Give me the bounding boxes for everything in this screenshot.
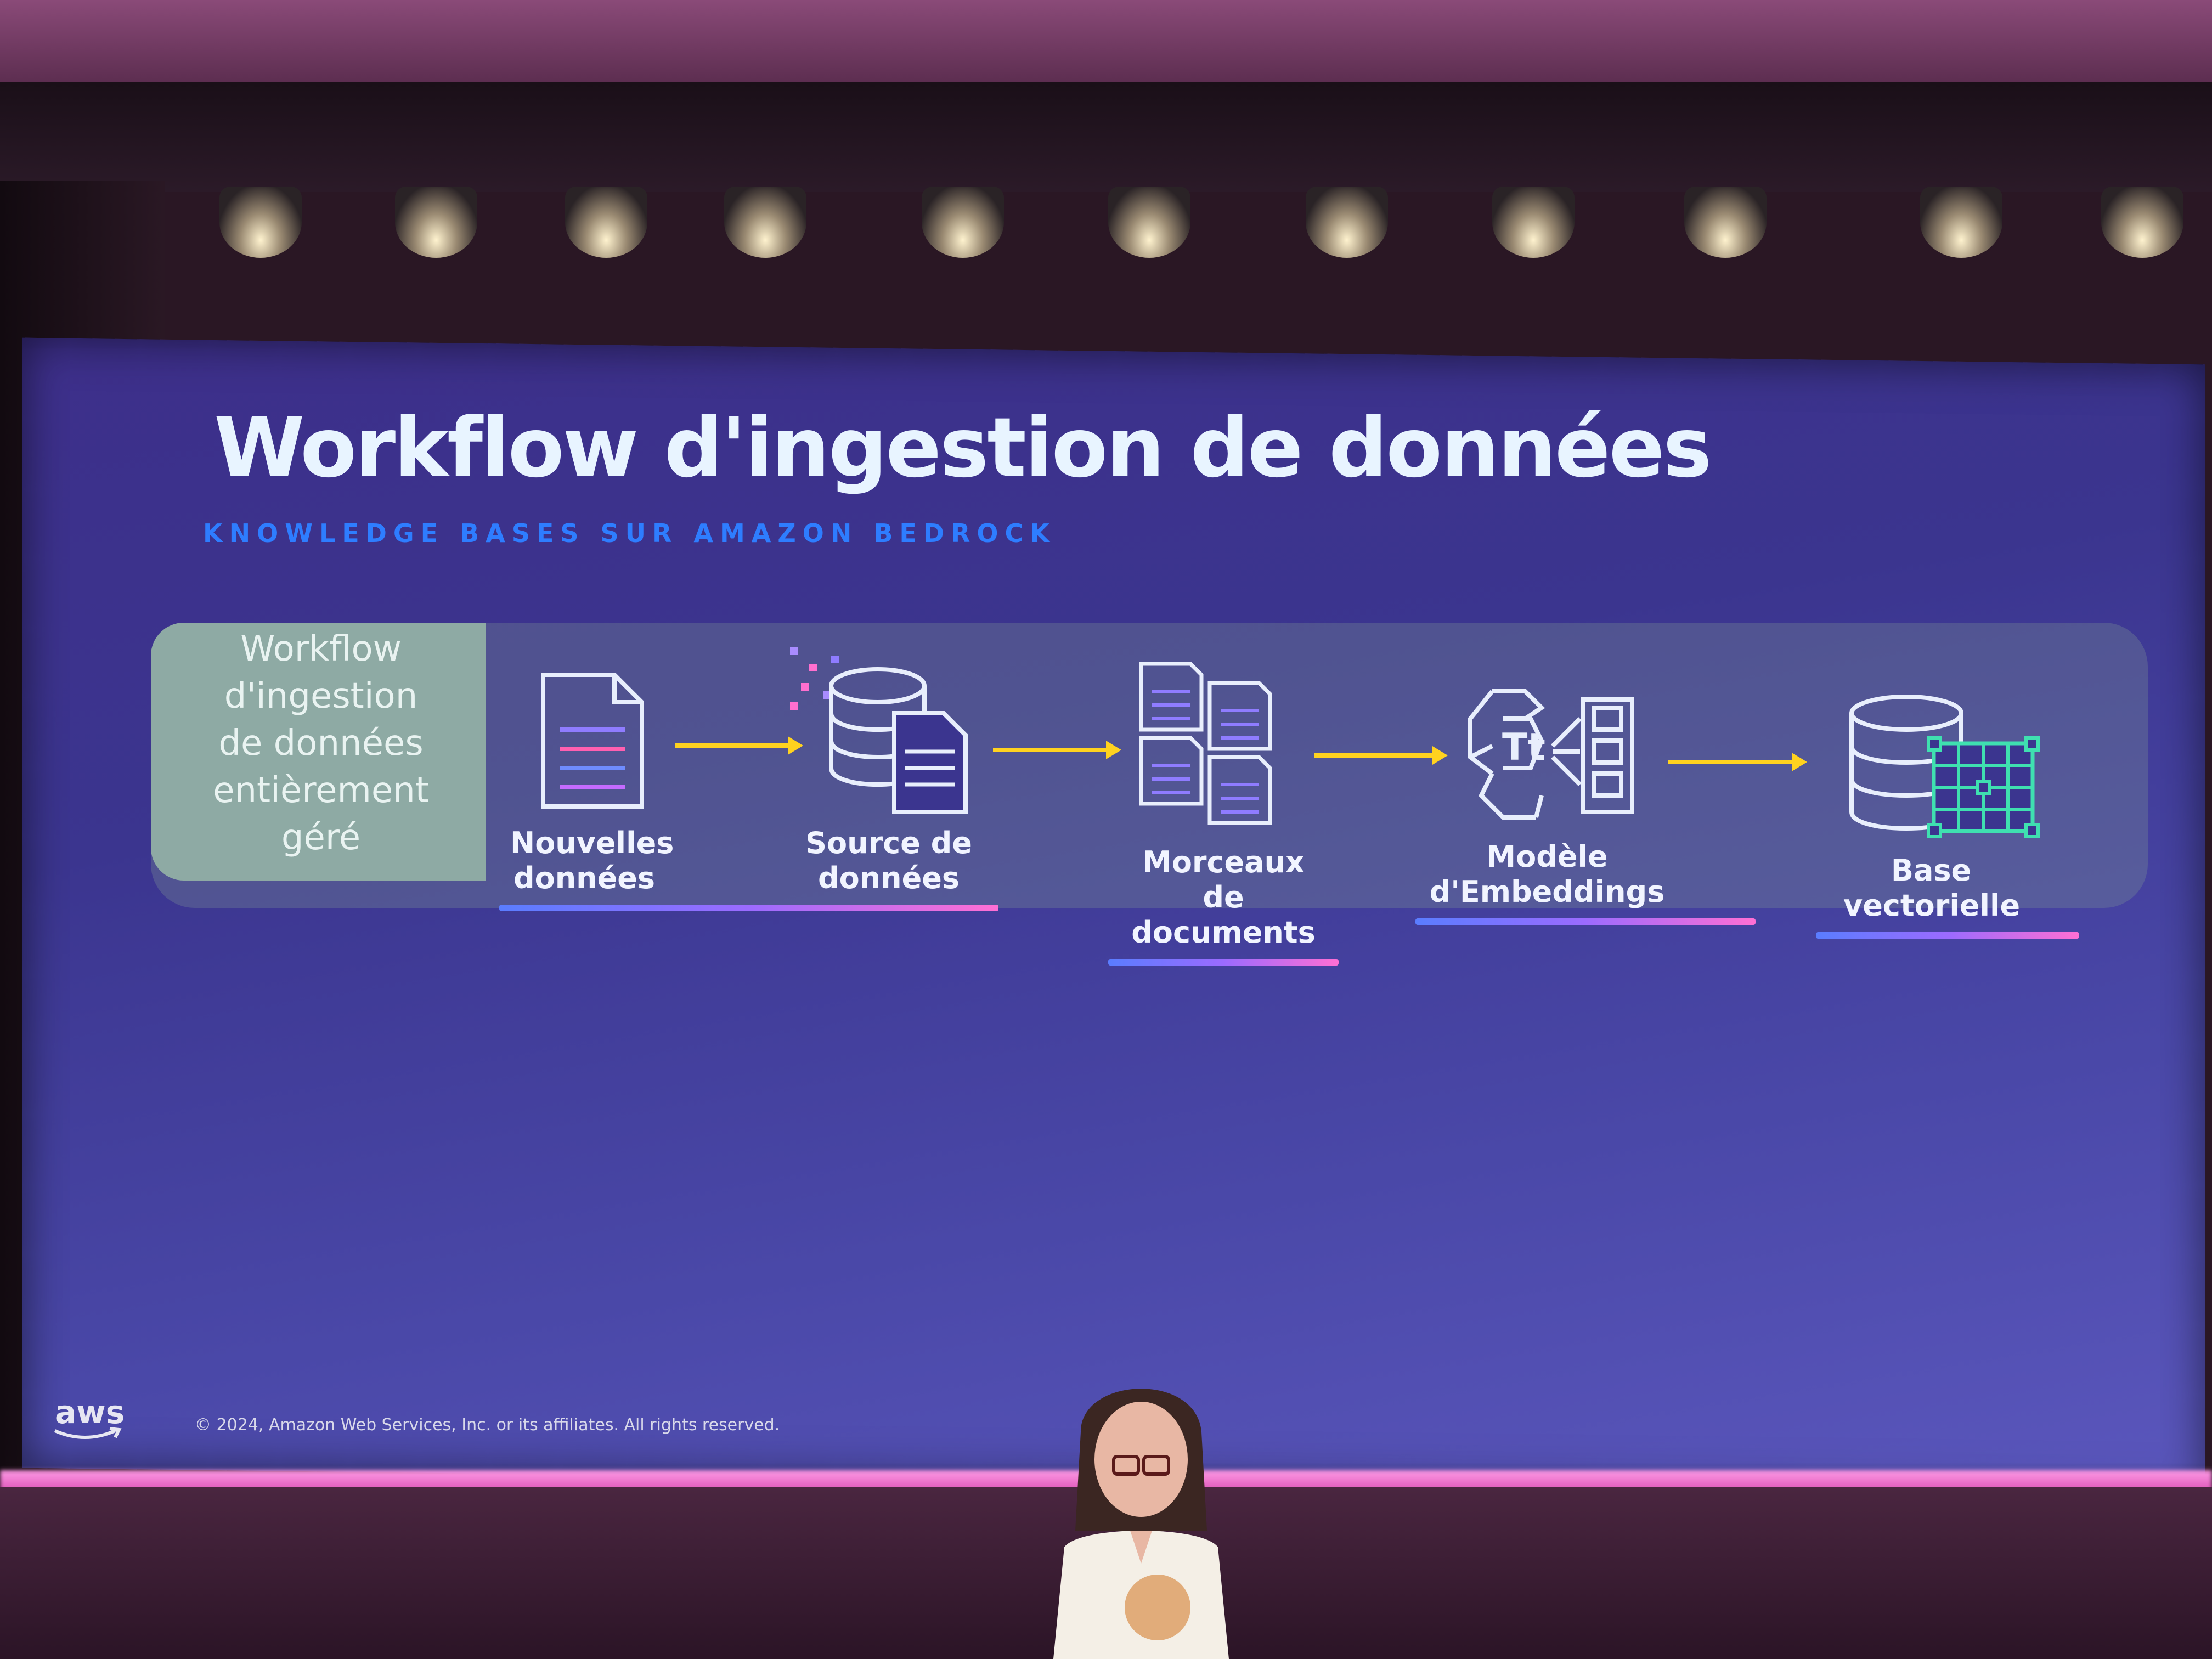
stage-light bbox=[1306, 187, 1388, 258]
stage-light bbox=[219, 187, 302, 258]
highlight-box-text: Workflow d'ingestion de données entièrem… bbox=[159, 625, 483, 861]
database-document-icon bbox=[790, 647, 968, 814]
step-new-data: Nouvelles données bbox=[499, 826, 998, 911]
presenter-figure bbox=[1053, 1389, 1229, 1659]
stage-light bbox=[1684, 187, 1767, 258]
stage-light bbox=[2101, 187, 2183, 258]
highlight-line: Workflow bbox=[240, 629, 402, 669]
flow-arrow bbox=[1668, 753, 1807, 771]
slide-title: Workflow d'ingestion de données bbox=[214, 400, 1712, 496]
step-embeddings-model: Modèle d'Embeddings bbox=[1415, 839, 1756, 925]
slide-subtitle: KNOWLEDGE BASES SUR AMAZON BEDROCK bbox=[203, 518, 1056, 548]
stage-light bbox=[565, 187, 647, 258]
flow-arrow bbox=[1314, 746, 1448, 765]
step-label: d'Embeddings bbox=[1429, 874, 1665, 909]
stage-light bbox=[1108, 187, 1190, 258]
stage-light bbox=[395, 187, 477, 258]
ceiling bbox=[0, 0, 2212, 88]
step-underline bbox=[499, 905, 998, 911]
step-data-source: Source de données bbox=[801, 826, 977, 896]
highlight-line: entièrement bbox=[213, 770, 429, 811]
step-underline bbox=[1415, 918, 1756, 925]
step-label: vectorielle bbox=[1843, 888, 2021, 923]
step-underline bbox=[1816, 932, 2079, 939]
svg-text:Tt: Tt bbox=[1502, 726, 1545, 769]
document-chunks-icon bbox=[1139, 662, 1272, 825]
aws-smile-icon bbox=[54, 1427, 122, 1439]
embeddings-model-icon: Tt bbox=[1468, 689, 1634, 820]
highlight-line: d'ingestion bbox=[224, 676, 418, 716]
copyright-notice: © 2024, Amazon Web Services, Inc. or its… bbox=[195, 1415, 780, 1435]
lighting-truss bbox=[0, 82, 2212, 192]
vector-database-icon bbox=[1849, 695, 2040, 838]
highlight-line: de données bbox=[218, 723, 424, 764]
document-icon bbox=[541, 673, 644, 809]
highlight-line: géré bbox=[281, 817, 361, 858]
step-underline bbox=[1108, 959, 1339, 966]
stage-light bbox=[922, 187, 1004, 258]
flow-arrow bbox=[993, 741, 1121, 759]
aws-logo: aws bbox=[55, 1393, 125, 1431]
step-label: Nouvelles bbox=[510, 826, 674, 860]
step-label: données bbox=[817, 861, 960, 895]
stage-light bbox=[1920, 187, 2002, 258]
step-vector-base: Base vectorielle bbox=[1816, 853, 2079, 939]
step-label: Morceaux de bbox=[1142, 845, 1305, 915]
step-label: Base bbox=[1891, 853, 1972, 888]
stage-light bbox=[1492, 187, 1575, 258]
step-label: données bbox=[513, 861, 656, 895]
step-label: Modèle bbox=[1486, 839, 1608, 874]
flow-arrow bbox=[675, 736, 803, 755]
step-document-chunks: Morceaux de documents bbox=[1108, 845, 1339, 966]
stage-light bbox=[724, 187, 806, 258]
highlight-box bbox=[151, 623, 486, 881]
step-label: Source de bbox=[805, 826, 972, 860]
step-label: documents bbox=[1131, 915, 1316, 950]
